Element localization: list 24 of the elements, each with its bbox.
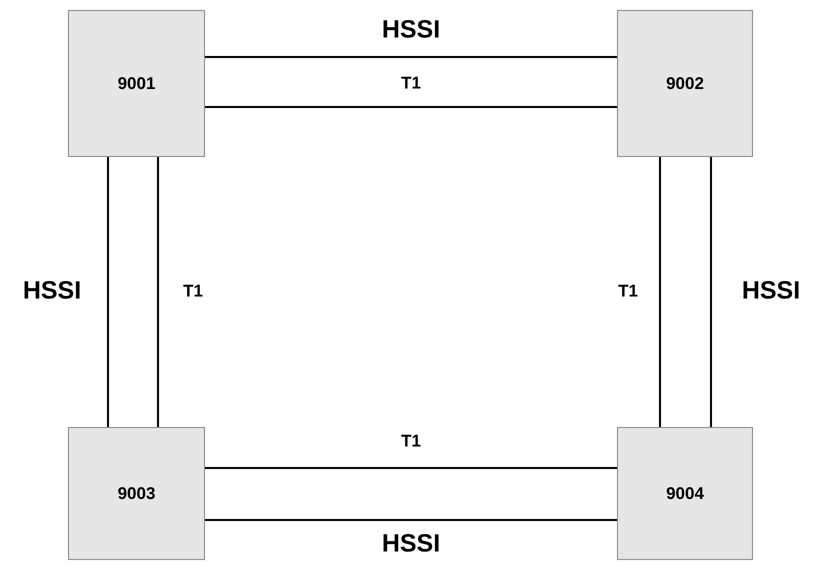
edge-label: T1 bbox=[401, 432, 421, 450]
edge-label: T1 bbox=[401, 74, 421, 92]
connection-line bbox=[205, 106, 617, 108]
connection-line bbox=[107, 157, 109, 427]
edge-label: T1 bbox=[618, 282, 638, 300]
edge-label: HSSI bbox=[22, 278, 82, 304]
connection-line bbox=[205, 467, 617, 469]
node-label: 9004 bbox=[666, 482, 704, 505]
connection-line bbox=[205, 519, 617, 521]
edge-label: HSSI bbox=[742, 278, 800, 304]
router-box bbox=[68, 427, 205, 560]
connection-line bbox=[710, 157, 712, 427]
edge-label: T1 bbox=[183, 282, 203, 300]
edge-label: HSSI bbox=[382, 18, 440, 42]
router-box bbox=[68, 10, 205, 157]
connection-line bbox=[205, 56, 617, 58]
node-label: 9001 bbox=[118, 72, 156, 95]
connection-line bbox=[659, 157, 661, 427]
edge-label: HSSI bbox=[382, 532, 440, 556]
connection-line bbox=[157, 157, 159, 427]
node-label: 9003 bbox=[118, 482, 156, 505]
router-box bbox=[617, 10, 753, 157]
router-box bbox=[617, 427, 753, 560]
node-label: 9002 bbox=[666, 72, 704, 95]
